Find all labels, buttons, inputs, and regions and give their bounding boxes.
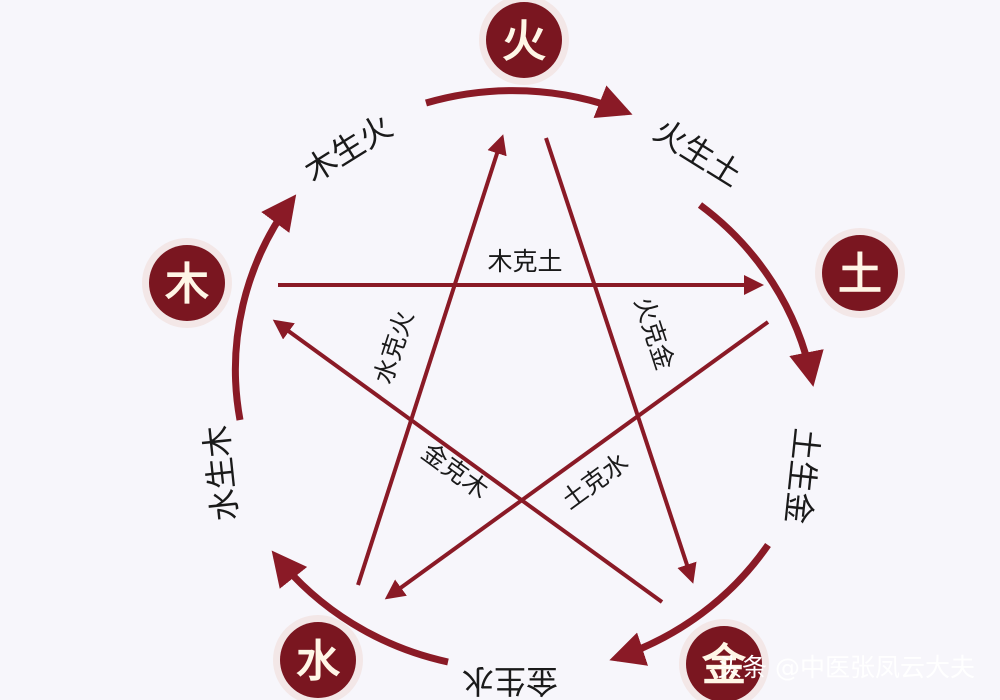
label-metal-generates-water: 金生水 — [462, 662, 558, 700]
node-fire-label: 火 — [502, 16, 546, 67]
arc-metal-to-water — [271, 550, 449, 666]
arc-water-to-wood — [231, 194, 297, 421]
watermark: 头条 @中医张凤云大夫 — [717, 653, 975, 682]
node-metal-label: 金 — [701, 640, 747, 691]
label-fire-generates-earth: 火生土 — [647, 111, 749, 194]
label-earth-overcomes-water: 土克水 — [556, 447, 634, 515]
node-earth: 土 — [815, 228, 905, 318]
generating-cycle — [231, 85, 824, 666]
arrow-earth-overcomes-water — [384, 320, 770, 600]
node-water: 水 — [273, 615, 363, 700]
arrow-fire-overcomes-metal — [544, 137, 697, 584]
arrow-water-overcomes-fire — [356, 134, 507, 586]
label-wood-overcomes-earth: 木克土 — [487, 247, 562, 276]
label-water-generates-wood: 水生木 — [197, 423, 245, 522]
label-water-overcomes-fire: 水克火 — [369, 307, 420, 387]
node-wood: 木 — [142, 238, 232, 328]
arc-wood-to-fire — [425, 85, 633, 119]
node-water-label: 水 — [296, 636, 341, 687]
overcoming-labels: 木克土 水克火 火克金 金克木 土克水 — [369, 247, 680, 515]
label-wood-generates-fire: 木生火 — [297, 107, 399, 190]
generating-labels: 木生火 火生土 土生金 金生水 水生木 — [197, 107, 826, 700]
arc-earth-to-metal — [609, 543, 771, 666]
node-wood-label: 木 — [165, 259, 209, 310]
node-earth-label: 土 — [838, 249, 882, 300]
node-metal: 金 — [679, 619, 769, 700]
arrow-metal-overcomes-wood — [272, 319, 664, 604]
label-earth-generates-metal: 土生金 — [778, 426, 826, 525]
element-nodes: 火 土 木 水 金 — [142, 0, 905, 700]
arc-fire-to-earth — [697, 202, 824, 387]
label-fire-overcomes-metal: 火克金 — [629, 293, 680, 373]
overcoming-star — [272, 134, 770, 604]
node-fire: 火 — [479, 0, 569, 85]
